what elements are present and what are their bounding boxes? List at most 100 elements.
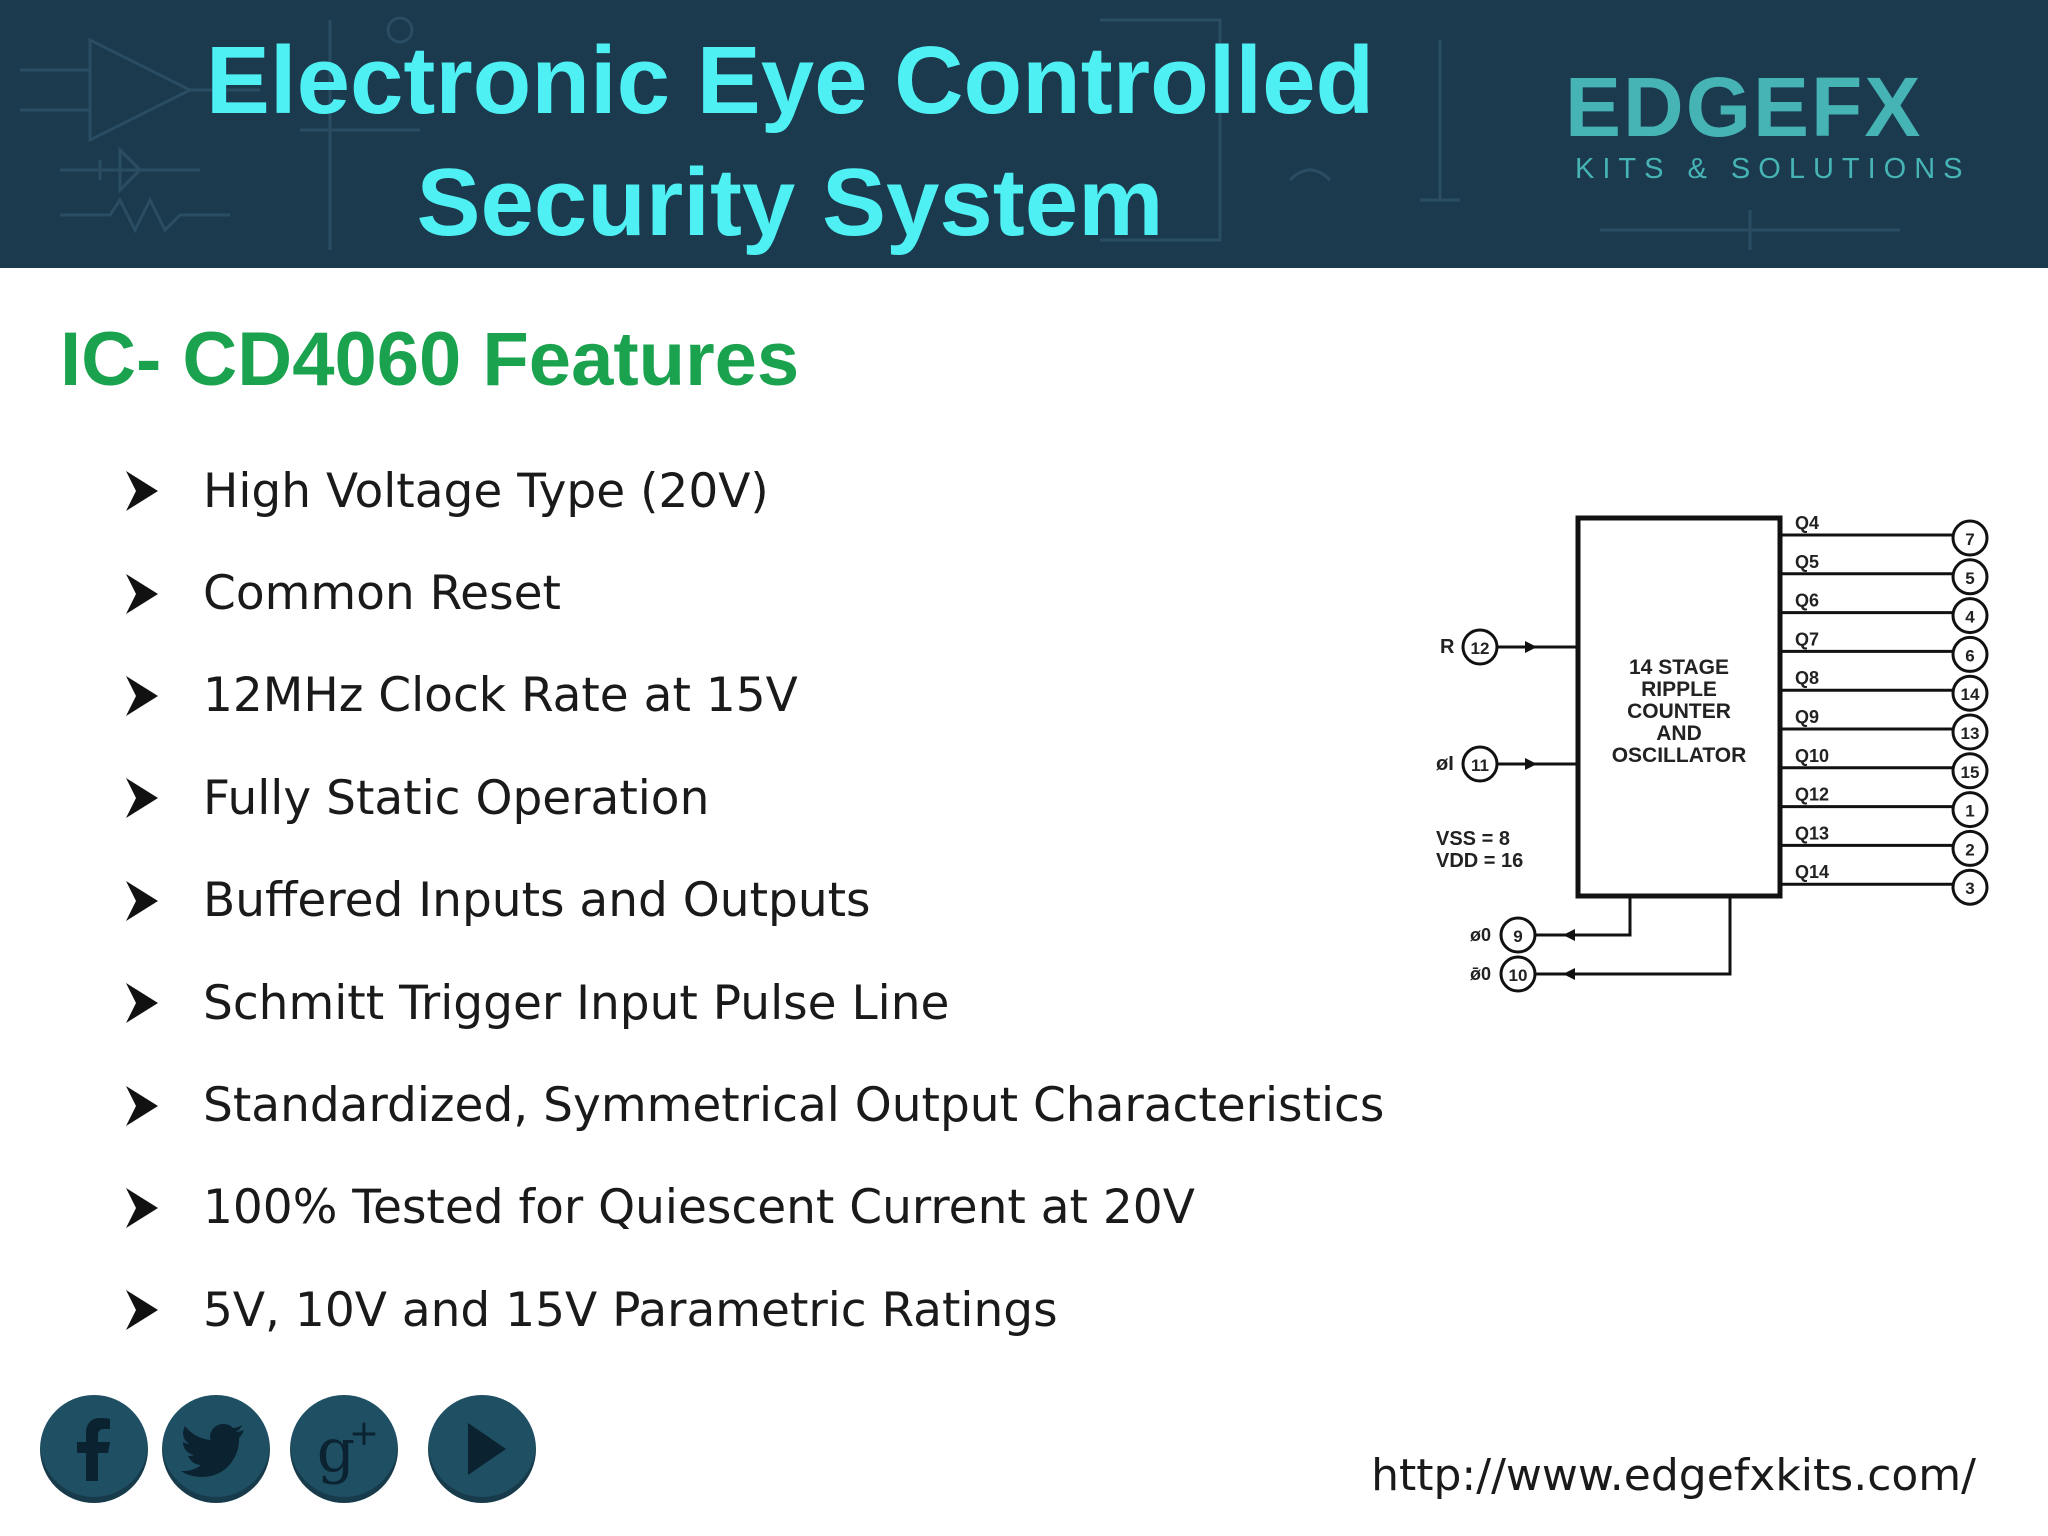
cd4060-block-diagram: 14 STAGE RIPPLE COUNTER AND OSCILLATOR Q… <box>1436 513 1989 993</box>
section-heading: IC- CD4060 Features <box>60 317 800 402</box>
output-label: Q8 <box>1795 668 1819 688</box>
feature-text: Schmitt Trigger Input Pulse Line <box>203 975 950 1031</box>
output-label: Q10 <box>1795 746 1829 766</box>
output-pin <box>1951 674 1989 712</box>
output-pin-number: 1 <box>1965 802 1974 821</box>
arrow-bullet-icon <box>126 983 158 1024</box>
output-pin <box>1951 791 1989 829</box>
title-line-1: Electronic Eye Controlled <box>205 27 1375 134</box>
youtube-play-icon <box>468 1423 506 1475</box>
slide-title: Electronic Eye Controlled Security Syste… <box>20 20 1560 264</box>
arrow-bullet-icon <box>126 778 158 819</box>
phi0-pin-number: 9 <box>1513 927 1522 946</box>
twitter-button[interactable] <box>162 1395 270 1503</box>
output-pin <box>1951 635 1989 673</box>
output-pin <box>1951 713 1989 751</box>
phi0bar-label: ø̄0 <box>1470 964 1491 984</box>
arrow-bullet-icon <box>126 573 158 614</box>
feature-item: Schmitt Trigger Input Pulse Line <box>118 952 1384 1054</box>
feature-item: 5V, 10V and 15V Parametric Ratings <box>118 1259 1384 1361</box>
output-pin <box>1951 597 1989 635</box>
phi0bar-arrow <box>1563 968 1575 980</box>
twitter-icon <box>181 1424 244 1477</box>
feature-text: 5V, 10V and 15V Parametric Ratings <box>203 1282 1058 1338</box>
logo-wordmark: EDGEFX <box>1565 60 1923 154</box>
clock-pin-number: 11 <box>1471 756 1489 775</box>
google-plus-button[interactable]: g + <box>290 1395 398 1503</box>
output-label: Q6 <box>1795 591 1819 611</box>
phi0bar-pin <box>1499 955 1537 993</box>
arrow-bullet-icon <box>126 471 158 512</box>
feature-item: 12MHz Clock Rate at 15V <box>118 645 1384 747</box>
phi0bar-wire <box>1535 896 1732 976</box>
feature-text: Fully Static Operation <box>203 770 710 826</box>
reset-label: R <box>1440 636 1455 658</box>
title-line-2: Security System <box>416 149 1164 256</box>
feature-item: 100% Tested for Quiescent Current at 20V <box>118 1157 1384 1259</box>
block-label-line: AND <box>1656 722 1702 745</box>
arrow-bullet-icon <box>126 1187 158 1228</box>
feature-text: High Voltage Type (20V) <box>203 463 769 519</box>
output-label: Q13 <box>1795 823 1829 843</box>
counter-block <box>1575 515 1783 899</box>
facebook-icon <box>77 1418 110 1481</box>
output-pin-number: 7 <box>1965 530 1974 549</box>
reset-arrow <box>1525 641 1537 653</box>
clock-arrow <box>1525 758 1537 770</box>
block-label-line: OSCILLATOR <box>1612 744 1747 767</box>
phi0-label: ø0 <box>1470 925 1491 945</box>
feature-item: Fully Static Operation <box>118 747 1384 849</box>
svg-text:+: + <box>349 1413 379 1454</box>
output-pin-number: 3 <box>1965 879 1974 898</box>
clock-label: øI <box>1436 753 1454 775</box>
logo-tagline: KITS & SOLUTIONS <box>1575 153 1971 185</box>
edgefx-logo: EDGEFX KITS & SOLUTIONS <box>1565 62 1985 186</box>
phi0-wire <box>1535 896 1632 937</box>
arrow-bullet-icon <box>126 1085 158 1126</box>
feature-text: Standardized, Symmetrical Output Charact… <box>203 1078 1385 1134</box>
output-pin-number: 15 <box>1961 763 1980 782</box>
phi0-arrow <box>1563 929 1575 941</box>
feature-text: 12MHz Clock Rate at 15V <box>203 668 798 724</box>
phi0bar-pin-number: 10 <box>1509 966 1528 985</box>
google-plus-icon: g + <box>317 1413 379 1486</box>
output-label: Q7 <box>1795 629 1819 649</box>
feature-item: Buffered Inputs and Outputs <box>118 850 1384 952</box>
block-label-line: RIPPLE <box>1641 678 1717 701</box>
feature-text: Common Reset <box>203 566 561 622</box>
output-pin-number: 6 <box>1965 646 1974 665</box>
website-url[interactable]: http://www.edgefxkits.com/ <box>1371 1450 1976 1501</box>
feature-text: Buffered Inputs and Outputs <box>203 873 871 929</box>
feature-item: Standardized, Symmetrical Output Charact… <box>118 1054 1384 1156</box>
output-pin-number: 5 <box>1965 569 1974 588</box>
output-pin <box>1951 829 1989 867</box>
feature-item: High Voltage Type (20V) <box>118 440 1384 542</box>
feature-item: Common Reset <box>118 542 1384 644</box>
output-pin <box>1951 519 1989 557</box>
header-banner: Electronic Eye Controlled Security Syste… <box>0 0 2048 268</box>
block-label-line: 14 STAGE <box>1629 656 1729 679</box>
phi0-pin <box>1499 916 1537 954</box>
block-label: 14 STAGE RIPPLE COUNTER AND OSCILLATOR <box>1612 656 1747 767</box>
circuit-background-graphic <box>20 16 1900 250</box>
vdd-note: VDD = 16 <box>1436 850 1523 872</box>
output-pin <box>1951 868 1989 906</box>
output-label: Q5 <box>1795 552 1819 572</box>
reset-pin-number: 12 <box>1471 639 1490 658</box>
feature-text: 100% Tested for Quiescent Current at 20V <box>203 1180 1195 1236</box>
output-label: Q12 <box>1795 785 1829 805</box>
facebook-button[interactable] <box>40 1395 148 1503</box>
youtube-play-button[interactable] <box>428 1395 536 1503</box>
arrow-bullet-icon <box>126 880 158 921</box>
output-pin-number: 2 <box>1965 840 1974 859</box>
output-label: Q4 <box>1795 513 1819 533</box>
output-pin-number: 4 <box>1965 608 1975 627</box>
block-label-line: COUNTER <box>1627 700 1731 723</box>
output-pin-number: 14 <box>1961 685 1980 704</box>
feature-list: High Voltage Type (20V) Common Reset 12M… <box>118 440 1384 1362</box>
arrow-bullet-icon <box>126 675 158 716</box>
output-pin <box>1951 558 1989 596</box>
vss-note: VSS = 8 <box>1436 828 1510 850</box>
output-label: Q9 <box>1795 707 1819 727</box>
